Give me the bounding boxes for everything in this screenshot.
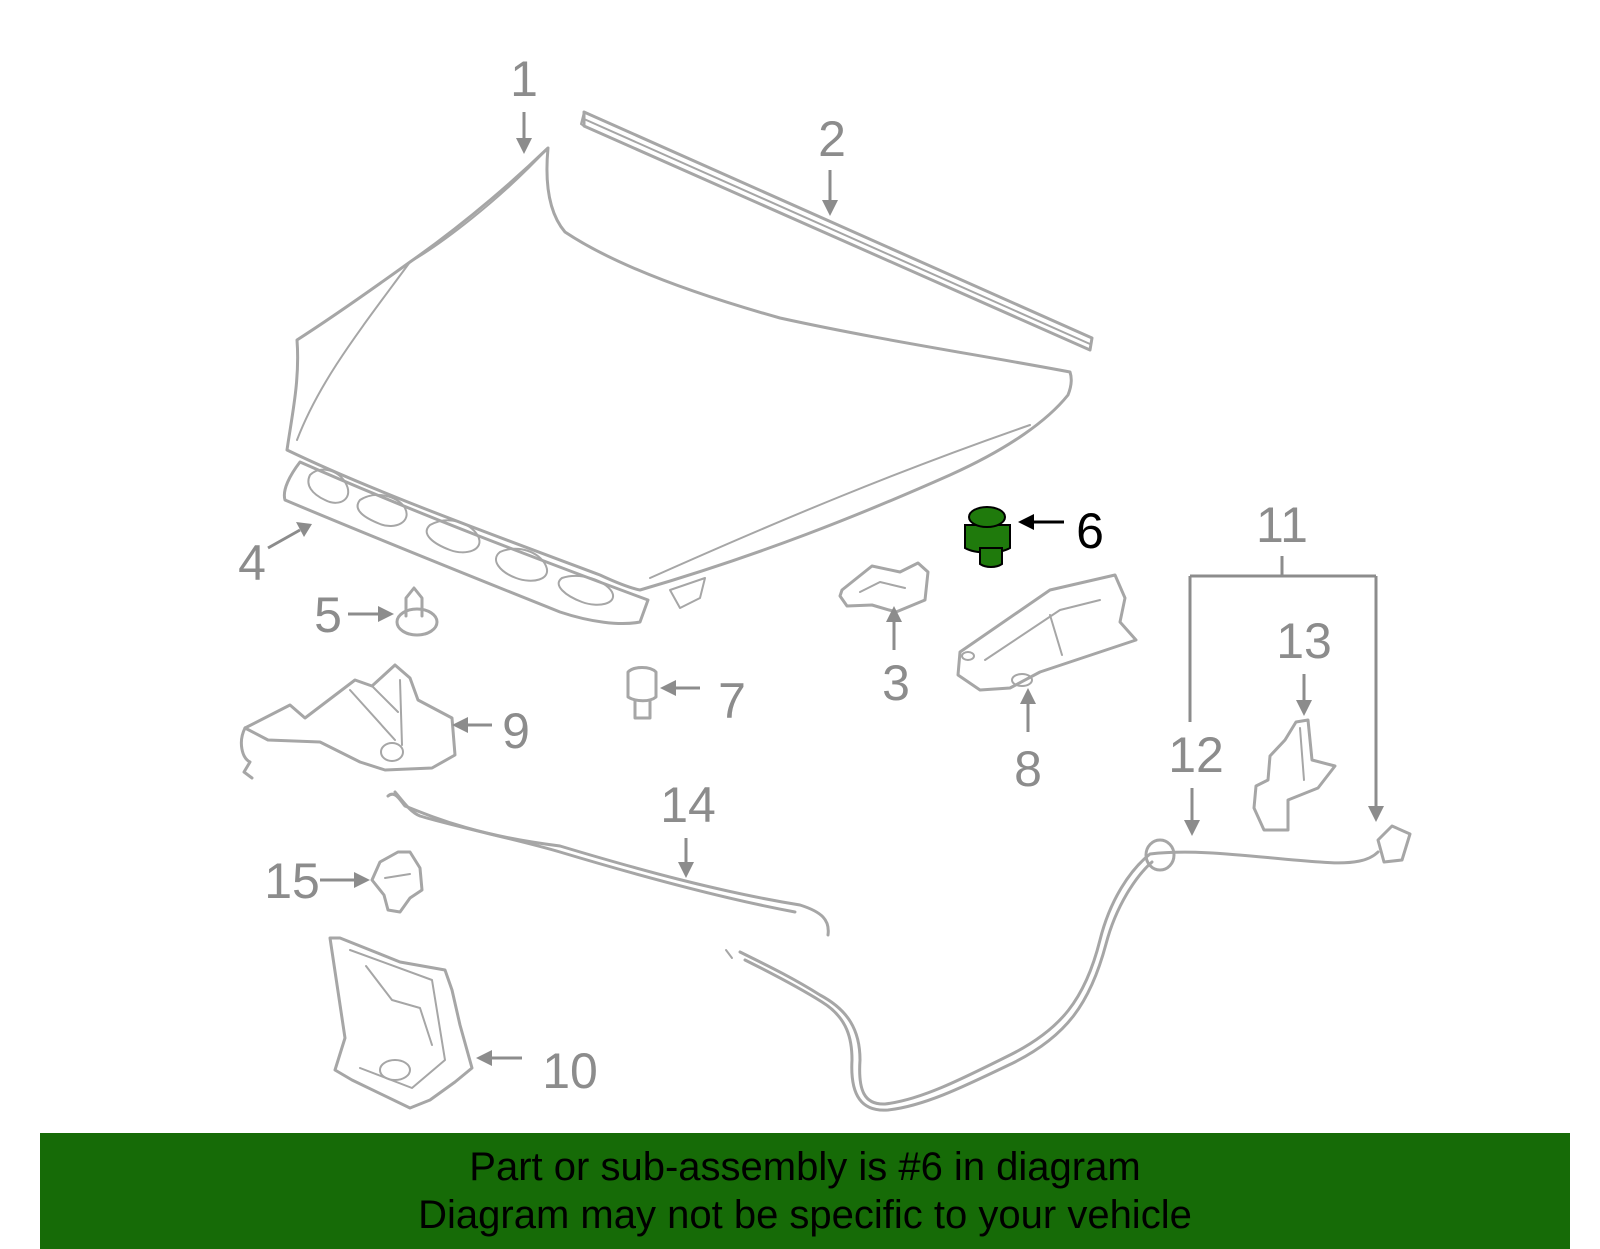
- part-9-latch[interactable]: [239, 663, 457, 780]
- part-15-clip[interactable]: [370, 850, 424, 914]
- part-14-prop-rod[interactable]: [386, 790, 830, 937]
- part-13-release-handle[interactable]: [1252, 718, 1337, 832]
- callout-9[interactable]: 9: [502, 703, 530, 759]
- callout-1[interactable]: 1: [510, 51, 538, 107]
- callout-3[interactable]: 3: [882, 655, 910, 711]
- part-12-release-cable[interactable]: [725, 824, 1412, 1112]
- part-3-bracket[interactable]: [838, 561, 930, 614]
- callout-15[interactable]: 15: [264, 853, 320, 909]
- callout-7[interactable]: 7: [718, 673, 746, 729]
- banner-line-part: Part or sub-assembly is #6 in diagram: [469, 1145, 1141, 1189]
- callout-11[interactable]: 11: [1256, 497, 1308, 553]
- part-1-hood[interactable]: [285, 146, 1073, 592]
- part-5-clip[interactable]: [395, 586, 439, 637]
- banner-line-disclaimer: Diagram may not be specific to your vehi…: [418, 1193, 1192, 1237]
- info-banner: Part or sub-assembly is #6 in diagram Di…: [40, 1133, 1570, 1249]
- callout-12[interactable]: 12: [1168, 727, 1224, 783]
- callout-labels: 1 2 3 4 5 6 7 8 9 10 11 12 13 14 15: [238, 51, 1332, 1099]
- callout-6[interactable]: 6: [1076, 503, 1104, 559]
- callout-4[interactable]: 4: [238, 535, 266, 591]
- leaders: [267, 112, 1384, 1066]
- part-10-bracket[interactable]: [328, 936, 474, 1110]
- callout-8[interactable]: 8: [1014, 741, 1042, 797]
- part-2-weatherstrip[interactable]: [580, 110, 1094, 352]
- callout-5[interactable]: 5: [314, 587, 342, 643]
- part-8-support[interactable]: [956, 573, 1138, 692]
- part-4-insulator[interactable]: [282, 460, 706, 625]
- part-6-hood-bumper[interactable]: [964, 506, 1011, 568]
- callout-10[interactable]: 10: [542, 1043, 598, 1099]
- part-7-bumper[interactable]: [626, 666, 658, 720]
- callout-14[interactable]: 14: [660, 777, 716, 833]
- callout-2[interactable]: 2: [818, 111, 846, 167]
- callout-13[interactable]: 13: [1276, 613, 1332, 669]
